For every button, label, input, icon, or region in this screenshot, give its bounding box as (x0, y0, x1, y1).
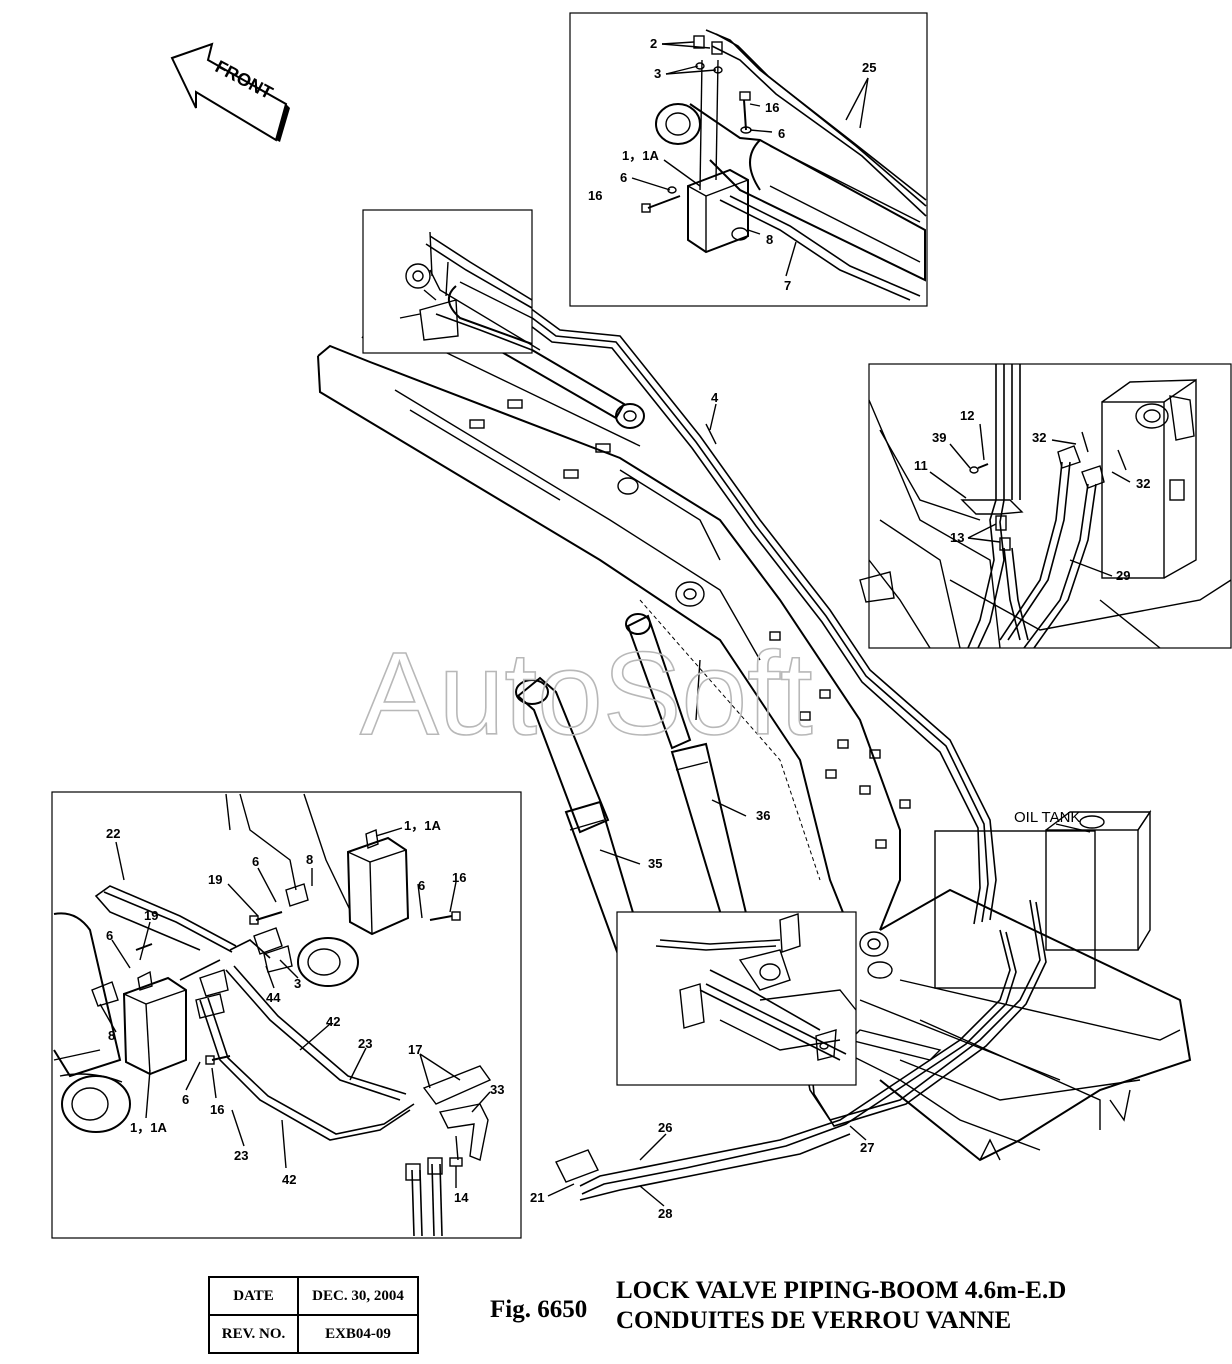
callout-17: 17 (408, 1042, 422, 1057)
date-value: DEC. 30, 2004 (297, 1276, 419, 1316)
callout-36: 36 (756, 808, 770, 823)
main-leaders (547, 403, 1091, 1207)
callout-6: 6 (252, 854, 259, 869)
figure-number: Fig. 6650 (490, 1296, 588, 1323)
callout-3: 3 (654, 66, 661, 81)
callout-16: 16 (588, 188, 602, 203)
detail-box-center (616, 911, 857, 1086)
figure-title-en: LOCK VALVE PIPING-BOOM 4.6m-E.D (616, 1277, 1067, 1304)
oil-tank-box (934, 830, 1096, 989)
table-row: REV. NO. EXB04-09 (208, 1314, 419, 1354)
callout-29: 29 (1116, 568, 1130, 583)
callout-44: 44 (266, 990, 281, 1005)
callout-11: 11 (914, 458, 928, 473)
callout-8: 8 (306, 852, 313, 867)
callout-28: 28 (658, 1206, 672, 1221)
detail-box-top (569, 12, 928, 307)
callout-4: 4 (711, 390, 719, 405)
detail-box-upper-left (362, 209, 541, 354)
figure-title-fr: CONDUITES DE VERROU VANNE (616, 1307, 1012, 1334)
callout-8: 8 (108, 1028, 115, 1043)
callout-32: 32 (1136, 476, 1150, 491)
callout-42: 42 (326, 1014, 340, 1029)
callout-6: 6 (182, 1092, 189, 1107)
callout-14: 14 (454, 1190, 469, 1205)
callout-21: 21 (530, 1190, 544, 1205)
front-arrow: FRONT (170, 42, 290, 142)
boom-assembly (317, 288, 911, 931)
callout-8: 8 (766, 232, 773, 247)
callout-3: 3 (294, 976, 301, 991)
detail-box-right (859, 363, 1232, 649)
callout-25: 25 (862, 60, 876, 75)
hose-4 (427, 235, 997, 925)
detail-box-lower-left (51, 791, 522, 1239)
callout-6: 6 (778, 126, 785, 141)
callout-23: 23 (234, 1148, 248, 1163)
callout-26: 26 (658, 1120, 672, 1135)
callout-19: 19 (144, 908, 158, 923)
oil-tank-label: OIL TANK (1014, 809, 1080, 826)
callout-19: 19 (208, 872, 222, 887)
callout-23: 23 (358, 1036, 372, 1051)
callout-1-1a: 1，1A (622, 148, 659, 163)
callout-39: 39 (932, 430, 946, 445)
callout-35: 35 (648, 856, 662, 871)
watermark: AutoSoft (360, 628, 813, 760)
callout-6: 6 (620, 170, 627, 185)
callout-13: 13 (950, 530, 964, 545)
date-label: DATE (208, 1276, 299, 1316)
callout-12: 12 (960, 408, 974, 423)
callout-6: 6 (418, 878, 425, 893)
callout-7: 7 (784, 278, 791, 293)
callout-42: 42 (282, 1172, 296, 1187)
callout-labels: 2 3 25 16 6 1，1A 6 16 8 7 4 12 39 32 11 … (106, 36, 1150, 1221)
callout-2: 2 (650, 36, 657, 51)
callout-33: 33 (490, 1082, 504, 1097)
rev-label: REV. NO. (208, 1314, 299, 1354)
figure-title: LOCK VALVE PIPING-BOOM 4.6m-E.D CONDUITE… (616, 1276, 1066, 1336)
callout-22: 22 (106, 826, 120, 841)
callout-27: 27 (860, 1140, 874, 1155)
callout-1-1a: 1，1A (130, 1120, 167, 1135)
table-row: DATE DEC. 30, 2004 (208, 1276, 419, 1316)
callout-32: 32 (1032, 430, 1046, 445)
callout-1-1a: 1，1A (404, 818, 441, 833)
callout-16: 16 (452, 870, 466, 885)
callout-16: 16 (765, 100, 779, 115)
rev-value: EXB04-09 (297, 1314, 419, 1354)
callout-16: 16 (210, 1102, 224, 1117)
callout-6: 6 (106, 928, 113, 943)
revision-table: DATE DEC. 30, 2004 REV. NO. EXB04-09 (208, 1276, 419, 1354)
